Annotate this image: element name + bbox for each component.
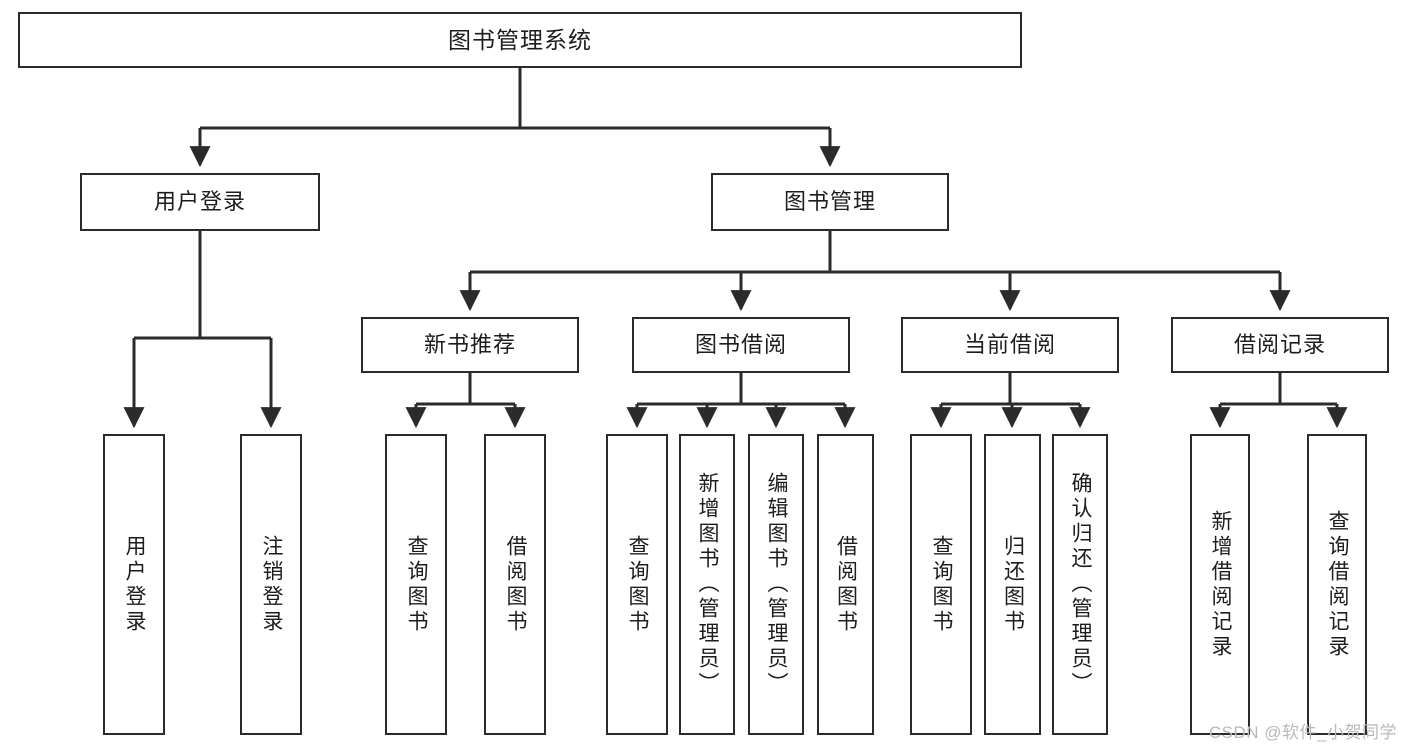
node-current-borrow[interactable]: 当前借阅: [901, 317, 1119, 373]
csdn-watermark: CSDN @软件_小贺同学: [1208, 723, 1397, 742]
node-leaf-bb-add-book[interactable]: 新增图书（管理员）: [679, 434, 735, 735]
node-leaf-br-query-record[interactable]: 查询借阅记录: [1307, 434, 1367, 735]
node-leaf-cb-confirm-return[interactable]: 确认归还（管理员）: [1052, 434, 1108, 735]
node-book-manage[interactable]: 图书管理: [711, 173, 949, 231]
node-new-book-recommend[interactable]: 新书推荐: [361, 317, 579, 373]
node-leaf-cb-query-book[interactable]: 查询图书: [910, 434, 972, 735]
node-book-borrow[interactable]: 图书借阅: [632, 317, 850, 373]
node-user-login[interactable]: 用户登录: [80, 173, 320, 231]
node-leaf-nbr-query-book[interactable]: 查询图书: [385, 434, 447, 735]
node-leaf-nbr-borrow-book[interactable]: 借阅图书: [484, 434, 546, 735]
node-leaf-bb-query-book[interactable]: 查询图书: [606, 434, 668, 735]
node-borrow-record[interactable]: 借阅记录: [1171, 317, 1389, 373]
node-root[interactable]: 图书管理系统: [18, 12, 1022, 68]
node-leaf-user-logout[interactable]: 注销登录: [240, 434, 302, 735]
node-leaf-br-add-record[interactable]: 新增借阅记录: [1190, 434, 1250, 735]
node-leaf-bb-borrow-book[interactable]: 借阅图书: [817, 434, 874, 735]
node-leaf-bb-edit-book[interactable]: 编辑图书（管理员）: [748, 434, 804, 735]
node-leaf-cb-return-book[interactable]: 归还图书: [984, 434, 1041, 735]
node-leaf-user-login[interactable]: 用户登录: [103, 434, 165, 735]
